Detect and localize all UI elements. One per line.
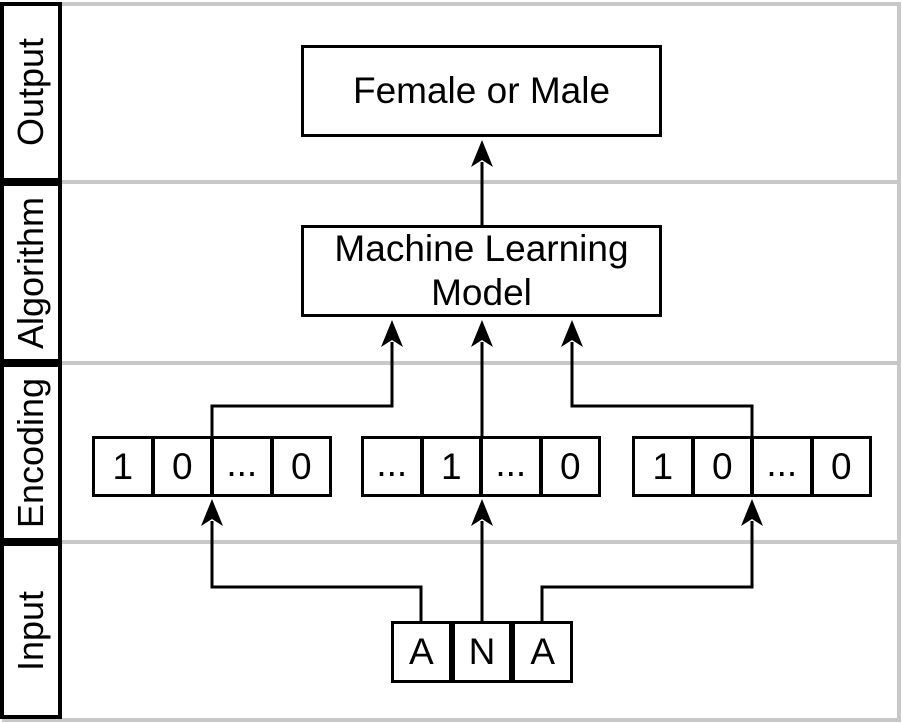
- encoding-vector-2-cell-1: ...: [364, 439, 424, 494]
- input-cell-1: A: [394, 624, 455, 680]
- encoding-vector-1: 1 0 ... 0: [92, 436, 332, 497]
- encoding-vector-2-cell-3: ...: [483, 439, 543, 494]
- encoding-vector-2: ... 1 ... 0: [361, 436, 601, 497]
- input-cell-3: A: [530, 631, 556, 672]
- sidebar-row-algorithm: Algorithm: [0, 182, 62, 363]
- encoding-vector-1-cell-4: 0: [290, 445, 312, 487]
- row-divider-encoding-input: [60, 540, 899, 544]
- encoding-vector-1-cell-1: 1: [95, 439, 155, 494]
- algorithm-box: Machine Learning Model: [301, 225, 662, 317]
- sidebar-label-output: Output: [10, 37, 52, 147]
- encoding-vector-3-cell-4: 0: [830, 445, 852, 487]
- output-box-label: Female or Male: [352, 70, 611, 111]
- encoding-vector-1-cell-2: 0: [155, 439, 214, 494]
- encoding-vector-3-cell-3: ...: [754, 439, 814, 494]
- encoding-vector-2-cell-2: 1: [424, 439, 483, 494]
- input-box: A N A: [391, 621, 573, 683]
- encoding-vector-3-cell-2: 0: [695, 439, 754, 494]
- encoding-vector-3: 1 0 ... 0: [632, 436, 872, 497]
- input-cell-2: N: [455, 624, 516, 680]
- sidebar-label-encoding: Encoding: [10, 377, 51, 528]
- encoding-vector-1-cell-3: ...: [214, 439, 274, 494]
- algorithm-box-label-line2: Model: [431, 272, 532, 313]
- sidebar-row-encoding: Encoding: [0, 363, 62, 542]
- row-divider-algorithm-encoding: [60, 361, 899, 365]
- sidebar-row-output: Output: [0, 2, 62, 182]
- algorithm-box-label-line1: Machine Learning: [334, 228, 629, 269]
- row-divider-output-algorithm: [60, 180, 899, 184]
- output-box: Female or Male: [301, 45, 662, 137]
- sidebar-label-algorithm: Algorithm: [10, 196, 51, 349]
- sidebar-label-input: Input: [10, 590, 52, 671]
- encoding-vector-2-cell-4: 0: [559, 445, 581, 487]
- encoding-vector-3-cell-1: 1: [635, 439, 695, 494]
- sidebar-row-input: Input: [0, 542, 62, 719]
